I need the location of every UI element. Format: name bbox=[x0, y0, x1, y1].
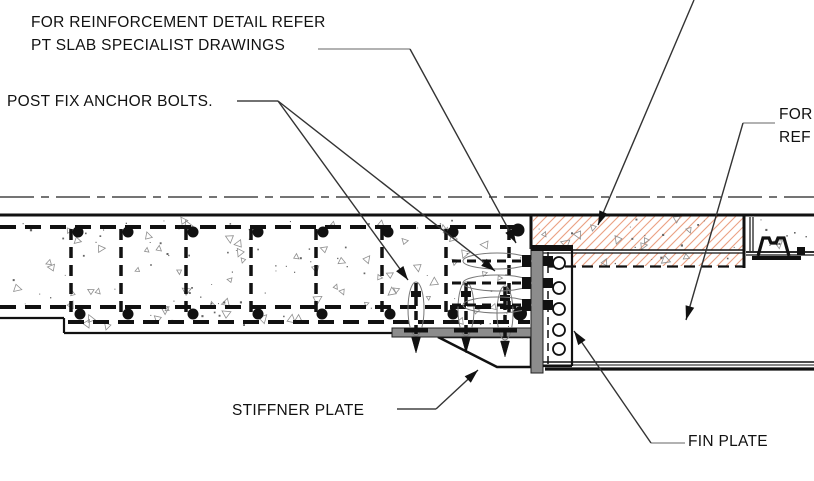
reinforcement-note-line1: FOR REINFORCEMENT DETAIL REFER bbox=[31, 14, 326, 31]
reinforcement-note: FOR REINFORCEMENT DETAIL REFER PT SLAB S… bbox=[31, 11, 326, 57]
anchor-bolts-note-text: POST FIX ANCHOR BOLTS. bbox=[7, 93, 213, 110]
stiffener-note-text: STIFFNER PLATE bbox=[232, 402, 365, 419]
slab-outline bbox=[0, 213, 814, 335]
deck-edge-right bbox=[746, 217, 814, 260]
anchor-bolts-note: POST FIX ANCHOR BOLTS. bbox=[7, 90, 213, 113]
rebar bbox=[0, 223, 530, 324]
anchor-bolts-vertical bbox=[404, 281, 517, 358]
fin-plate-note-text: FIN PLATE bbox=[688, 433, 768, 450]
right-edge-note-line1: FOR bbox=[779, 106, 813, 123]
concrete-texture bbox=[12, 215, 807, 331]
anchor-bolts-horizontal bbox=[452, 252, 553, 314]
stiffener-plate bbox=[437, 335, 533, 369]
right-edge-note: FOR REF bbox=[779, 103, 813, 149]
reinforcement-note-line2: PT SLAB SPECIALIST DRAWINGS bbox=[31, 37, 286, 54]
fin-plate-note: FIN PLATE bbox=[688, 430, 768, 453]
stiffener-note: STIFFNER PLATE bbox=[232, 399, 364, 422]
leader-lines bbox=[237, 0, 775, 444]
right-edge-note-line2: REF bbox=[779, 129, 811, 146]
fin-plate bbox=[543, 250, 574, 368]
steel-beam bbox=[543, 361, 814, 371]
